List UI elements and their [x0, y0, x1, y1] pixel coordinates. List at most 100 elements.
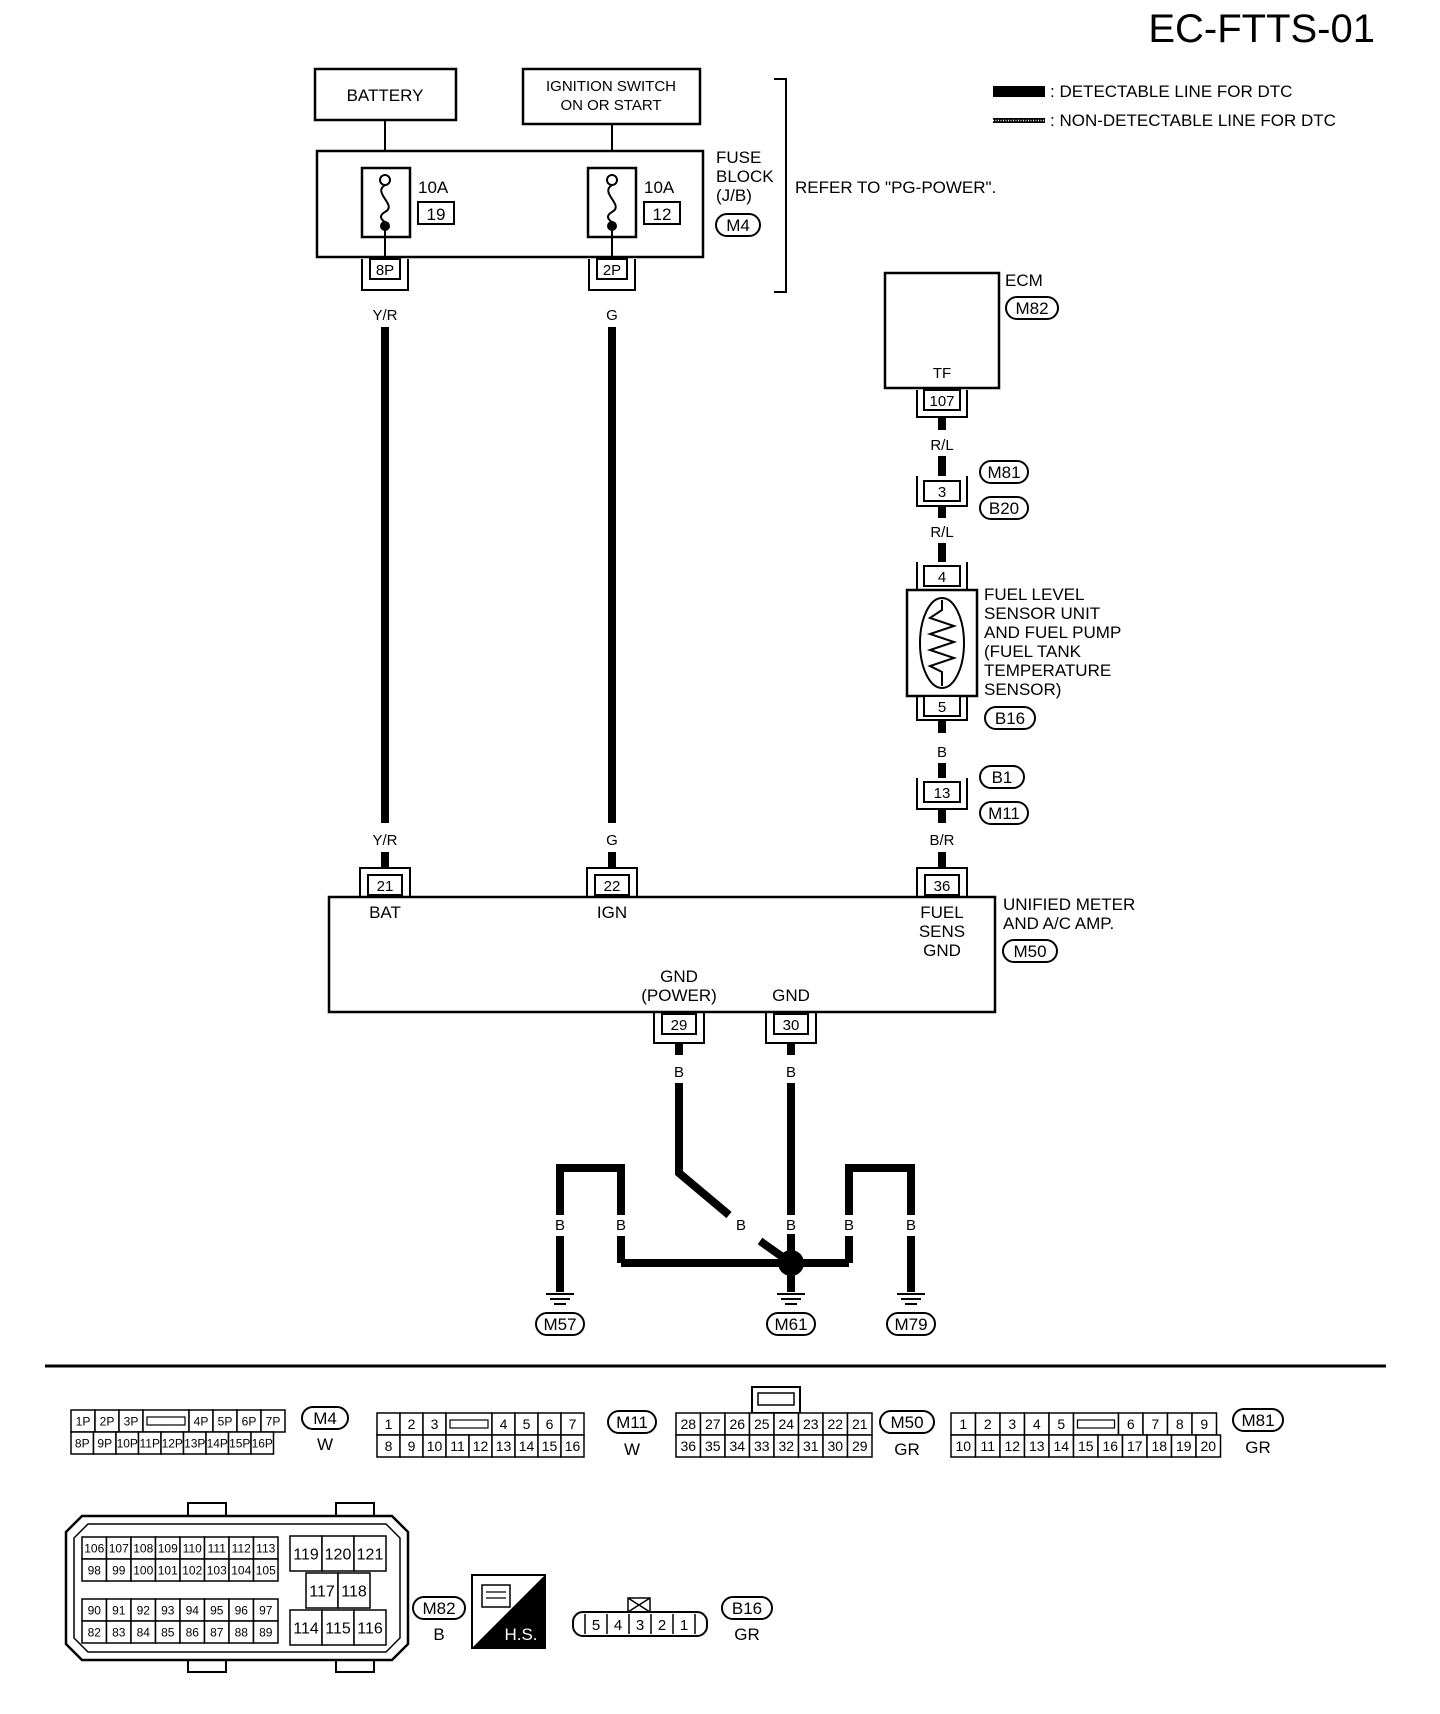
joint-connector-b1: B1 — [992, 768, 1013, 787]
connector-pin-number: 15P — [229, 1436, 250, 1450]
connector-pin-number: 88 — [235, 1625, 249, 1639]
connector-pin-number: 8 — [385, 1438, 393, 1454]
connector-pin-number: 92 — [137, 1603, 151, 1617]
ecm-terminal: 107 — [916, 389, 968, 418]
connector-pin-cell — [337, 1572, 371, 1609]
b16-pin-number: 5 — [592, 1617, 600, 1634]
connector-pin-number: 119 — [293, 1546, 319, 1563]
wire-gnd-power — [675, 1083, 732, 1219]
sensor-label-4: (FUEL TANK — [984, 642, 1082, 661]
connector-pin-number: 16 — [565, 1438, 581, 1454]
b16-pin-number: 3 — [636, 1617, 644, 1634]
connector-pin-number: 87 — [210, 1625, 224, 1639]
wire-g-top-label: G — [606, 307, 618, 324]
connector-pin-number: 113 — [256, 1541, 275, 1555]
cv-m50-badge — [879, 1410, 935, 1434]
meter-pin-30: 30 — [783, 1017, 800, 1034]
wire-br-label: B/R — [929, 832, 954, 849]
meter-pin-30-connector: 30 — [765, 1012, 817, 1044]
connector-pin-number: 114 — [293, 1620, 319, 1637]
connector-pin-number: 4 — [1033, 1416, 1041, 1432]
connector-pin-number: 15 — [1078, 1438, 1094, 1454]
fuse-block-label-3: (J/B) — [716, 186, 752, 205]
cv-m11-color: W — [624, 1440, 640, 1459]
connector-pin-number: 14P — [207, 1436, 228, 1450]
connector-pin-number: 4 — [500, 1416, 508, 1432]
wire-b-label-29: B — [674, 1064, 684, 1081]
sensor-pin-4: 4 — [938, 569, 946, 586]
cv-m4-color: W — [317, 1435, 333, 1454]
cv-m50-id: M50 — [890, 1413, 923, 1432]
meter-pin-22-connector: 22 — [586, 867, 638, 897]
ecm-pin-107: 107 — [929, 393, 954, 410]
meter-label-1: UNIFIED METER — [1003, 895, 1135, 914]
pin-8p: 8P — [376, 262, 394, 279]
connector-pin-number: 12P — [162, 1436, 183, 1450]
wire-b-label-30: B — [786, 1064, 796, 1081]
wire-b-label-loop-l: B — [616, 1217, 626, 1234]
connector-pin-number: 111 — [208, 1541, 227, 1555]
cv-b16-badge — [721, 1596, 773, 1620]
connector-pin-number: 106 — [84, 1541, 104, 1555]
meter-pin-36-connector: 36 — [916, 867, 968, 897]
connector-pin-number: 104 — [231, 1563, 251, 1577]
b16-pin-number: 1 — [680, 1617, 688, 1634]
connector-pin-number: 96 — [235, 1603, 249, 1617]
connector-pin-number: 121 — [357, 1546, 384, 1563]
connector-pin-number: 28 — [680, 1416, 696, 1432]
wire-b-label-m79: B — [906, 1217, 916, 1234]
wire-b-label-sensor: B — [937, 744, 947, 761]
fuse-19-rating: 10A — [418, 178, 449, 197]
legend: : DETECTABLE LINE FOR DTC : NON-DETECTAB… — [993, 82, 1336, 130]
ground-label-m79: M79 — [894, 1315, 927, 1334]
sensor-label-5: TEMPERATURE — [984, 661, 1111, 680]
cv-m11-id: M11 — [616, 1413, 648, 1432]
connector-pin-number: 117 — [309, 1583, 335, 1600]
connector-pin-number: 115 — [325, 1620, 351, 1637]
connector-pin-number: 16 — [1102, 1438, 1118, 1454]
cv-m81-id: M81 — [1241, 1411, 1274, 1430]
connector-pin-number: 85 — [161, 1625, 175, 1639]
connector-pin-number: 4P — [194, 1414, 209, 1428]
connector-pin-cell — [250, 1431, 275, 1455]
connector-pin-number: 18 — [1151, 1438, 1167, 1454]
connector-pin-number: 110 — [183, 1541, 202, 1555]
ecm-box — [883, 271, 1001, 390]
ground-m61: M61 — [766, 1293, 816, 1336]
ecm-connector-badge — [1005, 296, 1059, 320]
connector-pin-number: 6 — [546, 1416, 554, 1432]
cv-m82-badge — [412, 1596, 466, 1620]
connector-pin-number: 30 — [827, 1438, 843, 1454]
connector-pin-number: 91 — [112, 1603, 126, 1617]
sensor-label-2: SENSOR UNIT — [984, 604, 1100, 623]
sensor-pin-5: 5 — [938, 699, 946, 716]
cv-m82-id: M82 — [422, 1599, 455, 1618]
meter-connector-badge — [1002, 939, 1058, 963]
connector-pin-number: 12 — [1004, 1438, 1020, 1454]
connector-pin-number: 101 — [158, 1563, 178, 1577]
connector-key-slot — [757, 1392, 795, 1406]
connector-pin-number: 107 — [109, 1541, 129, 1555]
connector-pin-number: 26 — [729, 1416, 745, 1432]
ignition-label-2: ON OR START — [560, 97, 661, 114]
connector-pin-number: 90 — [88, 1603, 102, 1617]
hs-label: H.S. — [504, 1625, 537, 1644]
connector-pin-number: 1P — [76, 1414, 91, 1428]
meter-pin-21-connector: 21 — [359, 867, 411, 897]
connector-pin-number: 89 — [259, 1625, 273, 1639]
meter-pin-name-gnd: GND — [772, 986, 810, 1005]
connector-pin-number: 95 — [210, 1603, 224, 1617]
connector-latch — [1076, 1419, 1116, 1429]
joint-b1-m11: 13 B1 M11 — [916, 765, 1029, 825]
connector-pin-number: 23 — [803, 1416, 819, 1432]
connector-pin-number: 7P — [266, 1414, 281, 1428]
meter-pin-name-fuel-3: GND — [923, 941, 961, 960]
connector-pin-number: 7 — [1151, 1416, 1159, 1432]
battery-label: BATTERY — [347, 86, 424, 105]
connector-pin-number: 118 — [341, 1583, 367, 1600]
